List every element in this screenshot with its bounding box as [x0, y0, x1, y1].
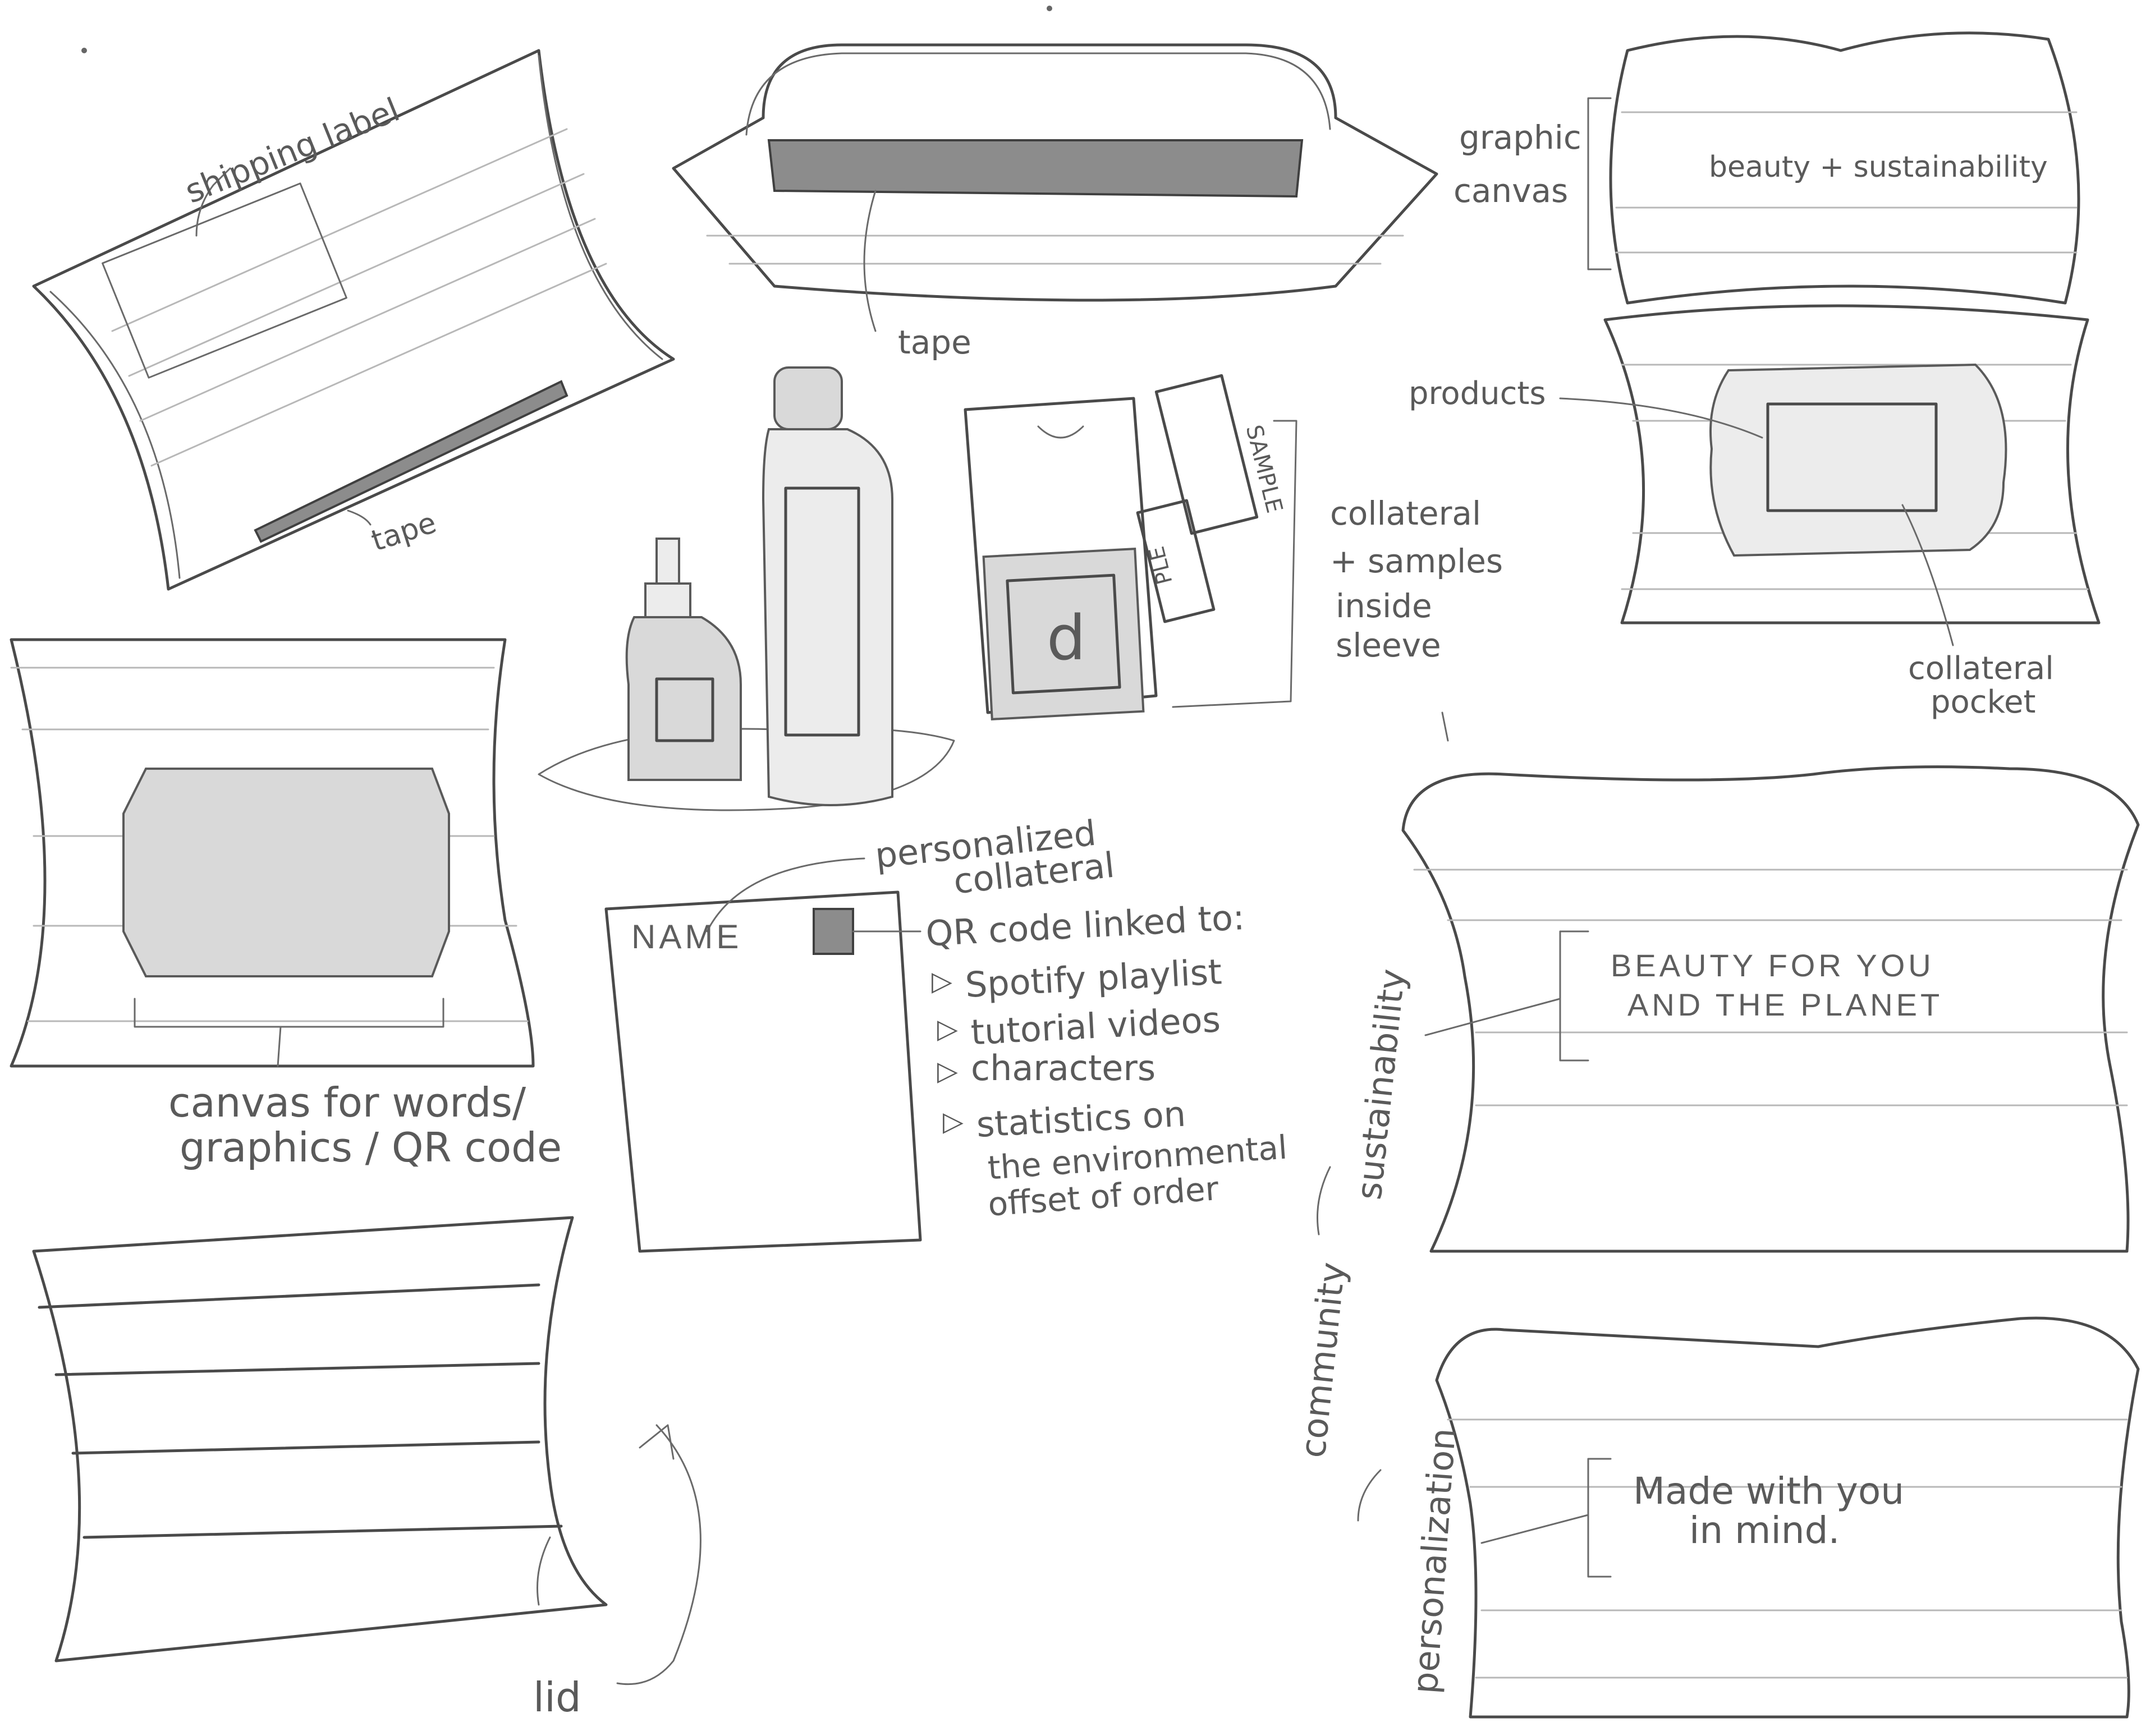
shipping-label-box	[102, 182, 347, 379]
sample-tag-text: SAMPLE	[1241, 422, 1287, 516]
label-qr-linked: QR code linked to:	[925, 897, 1246, 954]
personalized-card	[604, 857, 922, 1253]
card-letter: d	[1047, 602, 1086, 674]
label-sustainability: sustainability	[1348, 967, 1413, 1201]
box-collateral-pocket	[1559, 304, 2101, 646]
box-beauty-planet	[1401, 765, 2140, 1253]
label-personalization: personalization	[1404, 1427, 1464, 1695]
pillow-box-shipping	[32, 49, 675, 591]
label-collateral-samples-1: collateral	[1330, 494, 1481, 532]
message-beauty-planet-1: BEAUTY FOR YOU	[1611, 948, 1934, 983]
label-collateral-samples-3: inside	[1336, 587, 1432, 625]
qr-item-2: tutorial videos	[970, 999, 1221, 1053]
qr-arrow-1: ▷	[932, 966, 952, 997]
message-beauty-planet-2: AND THE PLANET	[1627, 987, 1943, 1022]
qr-arrow-3: ▷	[937, 1055, 958, 1087]
products-group: d SAMPLE PLE	[538, 366, 1297, 811]
tall-bottle	[762, 428, 893, 806]
spray-bottle	[625, 616, 742, 781]
box-canvas-words	[10, 638, 535, 1068]
label-canvas-words-1: canvas for words/	[168, 1079, 526, 1126]
patterned-card	[982, 548, 1145, 720]
label-tape-left: tape	[368, 506, 441, 558]
lid-box	[32, 1216, 701, 1686]
qr-item-3: characters	[971, 1048, 1156, 1089]
box-made-with-you	[1435, 1316, 2140, 1719]
label-shipping-label: shipping label	[180, 90, 405, 211]
tape-strip-left	[254, 380, 568, 543]
tall-bottle-cap	[773, 366, 843, 430]
collateral-sleeve	[964, 397, 1158, 714]
label-lid: lid	[533, 1674, 581, 1721]
qr-arrow-4: ▷	[943, 1106, 964, 1137]
spray-bottle-cap	[655, 538, 680, 585]
tape-strip-center	[767, 139, 1304, 198]
sample-tag-2	[1136, 499, 1216, 623]
message-made-with-2: in mind.	[1689, 1509, 1840, 1552]
label-products: products	[1409, 375, 1546, 412]
qr-item-1: Spotify playlist	[964, 951, 1223, 1005]
box-graphic-canvas	[1587, 31, 2080, 305]
product-tray	[1709, 363, 2007, 557]
label-collateral-pocket-2: pocket	[1931, 684, 2035, 720]
label-collateral-samples-2: + samples	[1330, 542, 1503, 580]
message-made-with-1: Made with you	[1633, 1469, 1904, 1513]
collateral-pocket-card	[1766, 402, 1938, 512]
card-name: NAME	[631, 918, 742, 956]
pillow-box-flat	[672, 43, 1438, 332]
spray-bottle-neck	[644, 582, 691, 618]
label-graphic-canvas-1: graphic	[1459, 118, 1581, 157]
sample-tag-2-text: PLE	[1144, 544, 1177, 587]
qr-arrow-2: ▷	[937, 1013, 958, 1045]
label-collateral-pocket-1: collateral	[1908, 650, 2054, 687]
collateral-card	[604, 890, 922, 1253]
label-graphic-canvas-2: canvas	[1454, 172, 1568, 210]
sample-tag	[1154, 374, 1259, 535]
label-collateral-samples-4: sleeve	[1336, 626, 1441, 664]
label-beauty-sustainability: beauty + sustainability	[1709, 150, 2048, 184]
label-community: community	[1292, 1260, 1353, 1459]
label-tape-center: tape	[898, 323, 971, 361]
label-canvas-words-2: graphics / QR code	[180, 1124, 562, 1171]
qr-code	[813, 908, 854, 955]
canvas-window	[122, 768, 450, 977]
